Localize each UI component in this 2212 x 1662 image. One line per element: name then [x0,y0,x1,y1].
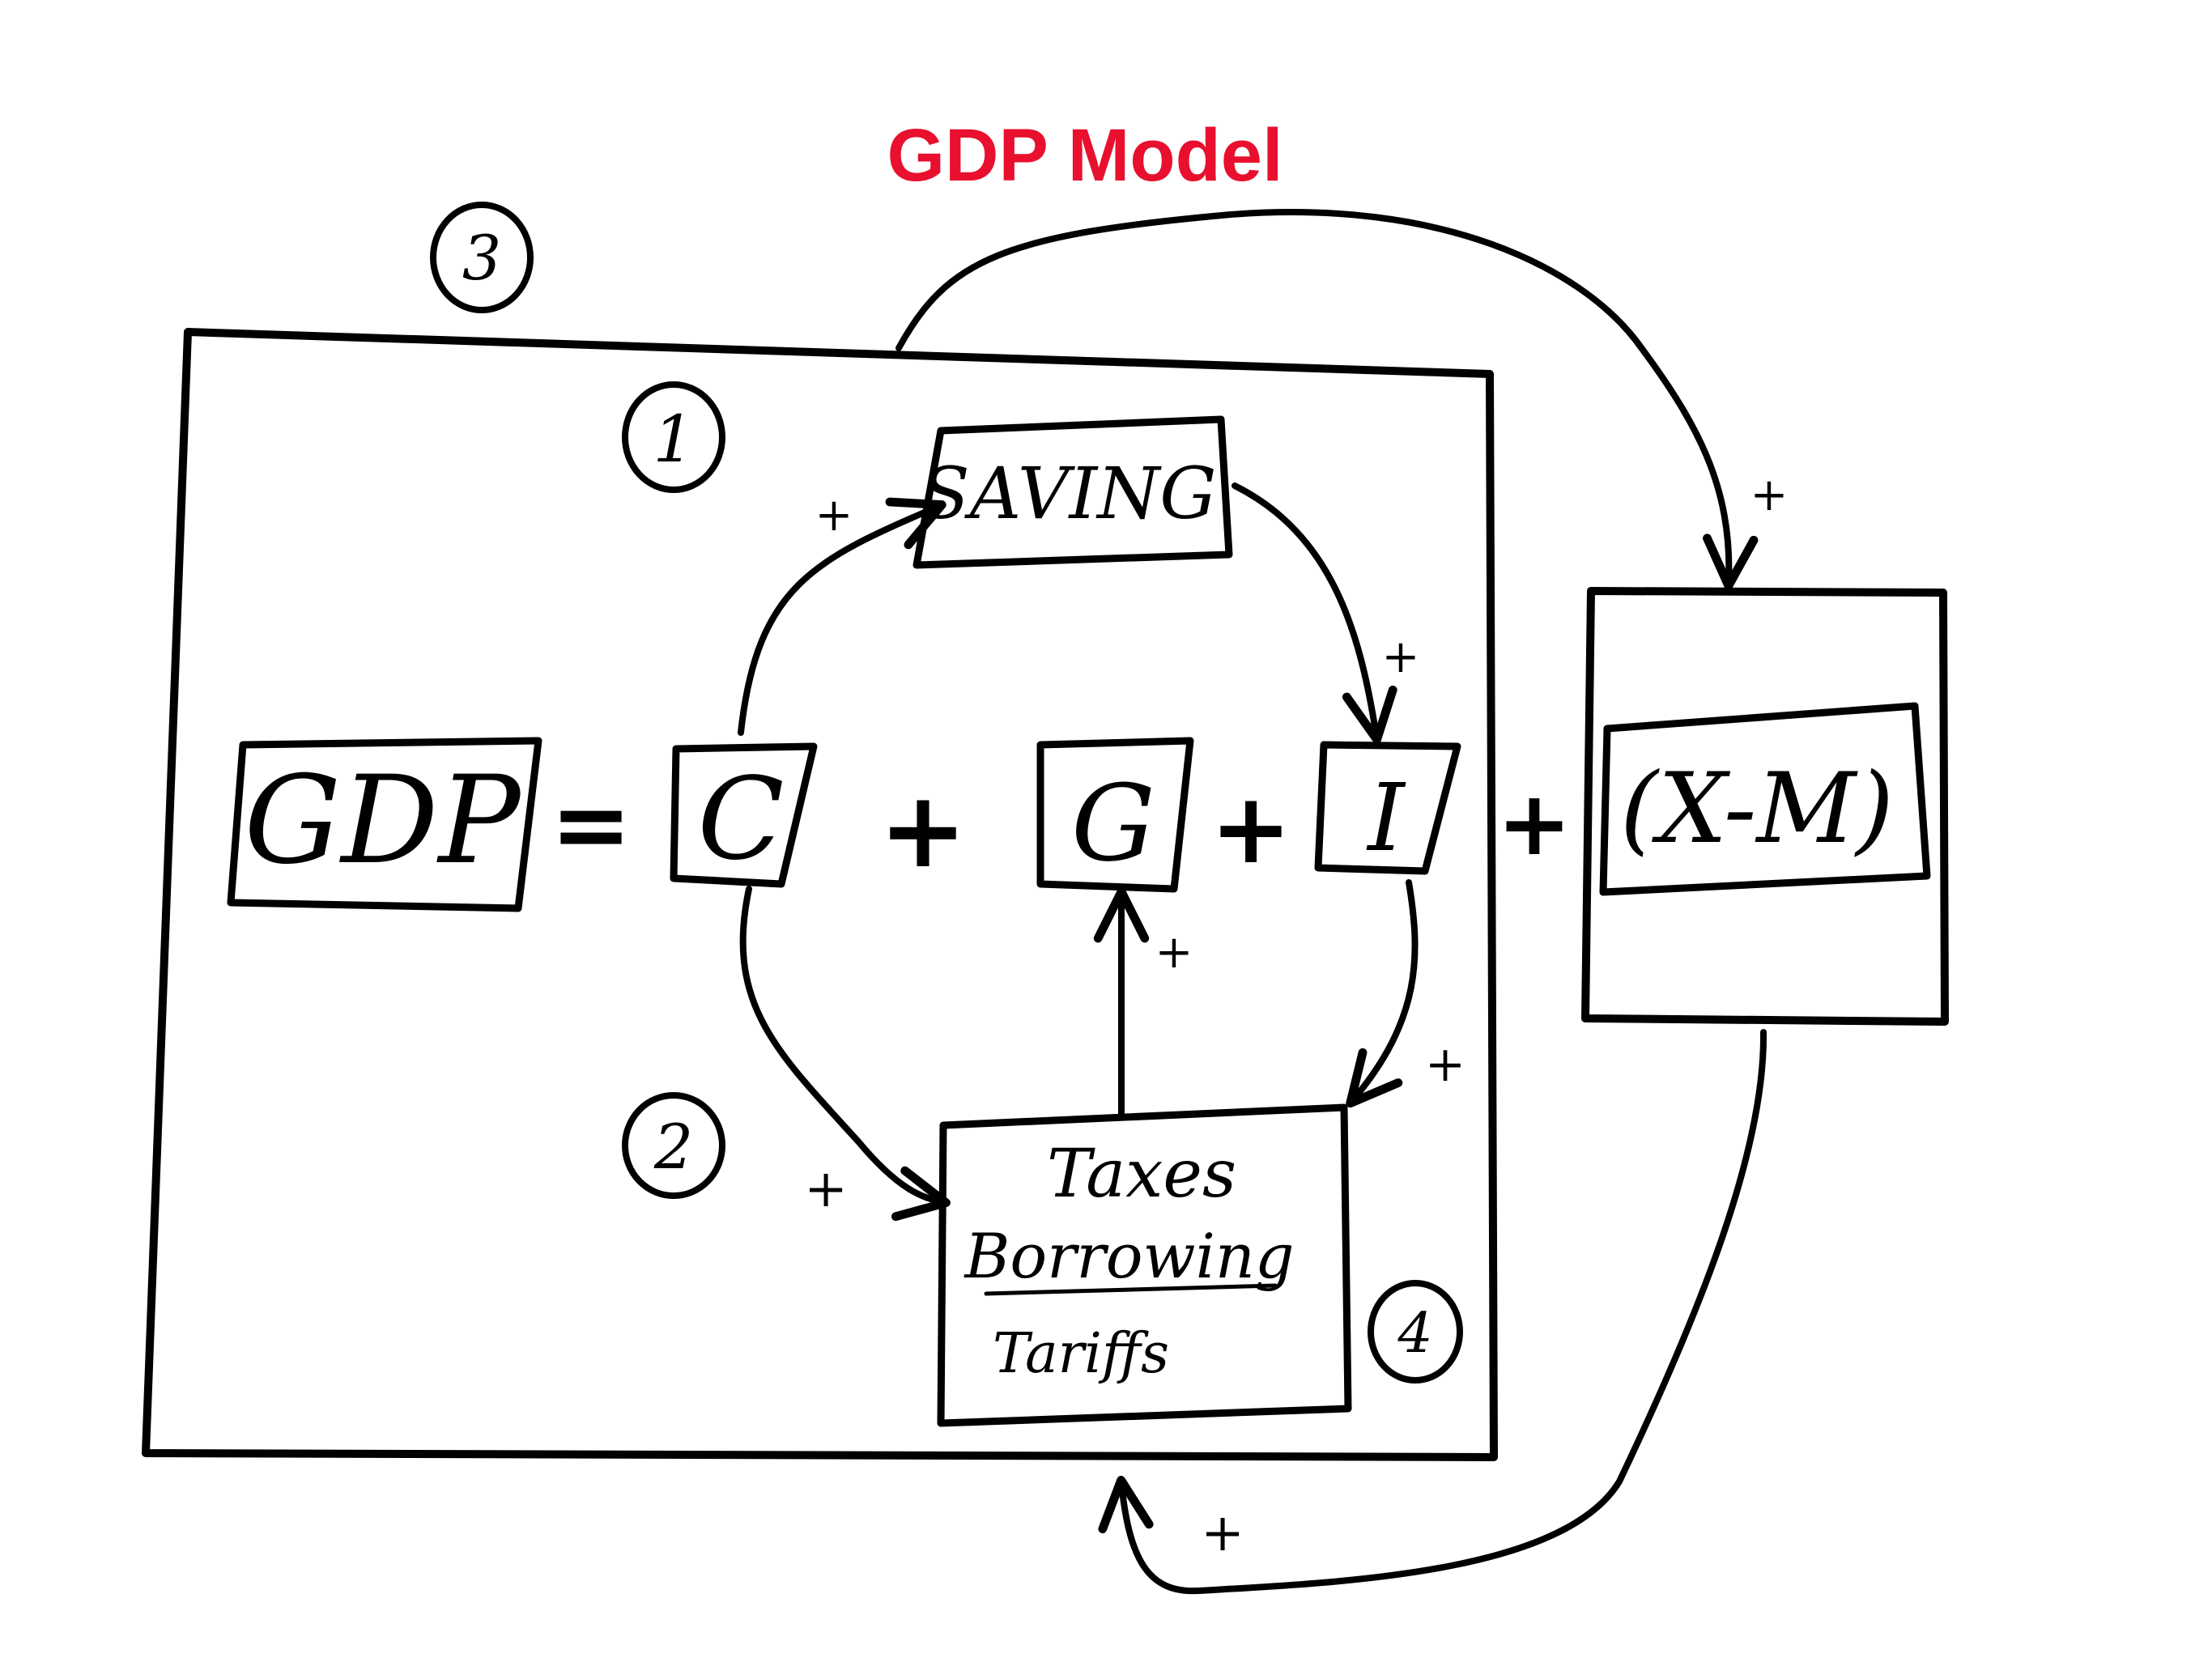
link-i-to-taxes [1346,879,1419,1108]
link-saving-to-i [1231,482,1397,744]
gdp-symbol: GDP [244,750,522,891]
sign-i-taxes: + [1425,1036,1465,1093]
g-symbol: G [1071,762,1155,885]
c-box [670,742,818,888]
marker-1: 1 [622,381,725,493]
c-symbol: C [697,754,784,886]
plus-c-g: + [879,768,968,891]
link-c-to-saving [738,497,946,736]
gdp-box [227,737,542,912]
taxes-label: Taxes [1047,1136,1236,1213]
trade-frame [1581,587,1949,1026]
net-exports-box [1599,702,1931,896]
i-box [1314,741,1461,875]
sign-frame-net-exports: + [1750,469,1789,521]
link-net-exports-to-frame [1098,1029,1767,1595]
diagram-title: GDP Model [887,114,1283,197]
sign-c-saving: + [815,489,853,542]
equals-sign: = [551,769,632,882]
net-exports-symbol: (X-M) [1620,753,1894,865]
svg-text:4: 4 [1397,1302,1432,1366]
saving-label: SAVING [921,452,1216,535]
marker-4: 4 [1368,1280,1463,1384]
svg-text:2: 2 [653,1111,693,1183]
tariffs-label: Tariffs [993,1322,1169,1386]
marker-2: 2 [622,1092,725,1199]
sign-c-taxes: + [804,1159,848,1219]
i-symbol: I [1366,764,1406,873]
sign-saving-i: + [1382,631,1420,683]
link-c-to-taxes [739,886,951,1222]
borrowing-label: Borrowing [963,1220,1295,1292]
sign-net-exports-frame: + [1201,1503,1244,1563]
svg-text:3: 3 [462,222,501,294]
plus-i-net-exports: + [1497,771,1572,875]
taxes-box [937,1103,1352,1427]
borrowing-underline [984,1283,1278,1296]
sign-taxes-g: + [1155,926,1193,979]
link-frame-to-net-exports [895,209,1759,590]
plus-g-i: + [1210,773,1292,886]
g-box [1036,737,1194,893]
svg-text:1: 1 [653,402,695,477]
domestic-frame [142,328,1498,1461]
marker-3: 3 [430,202,534,313]
